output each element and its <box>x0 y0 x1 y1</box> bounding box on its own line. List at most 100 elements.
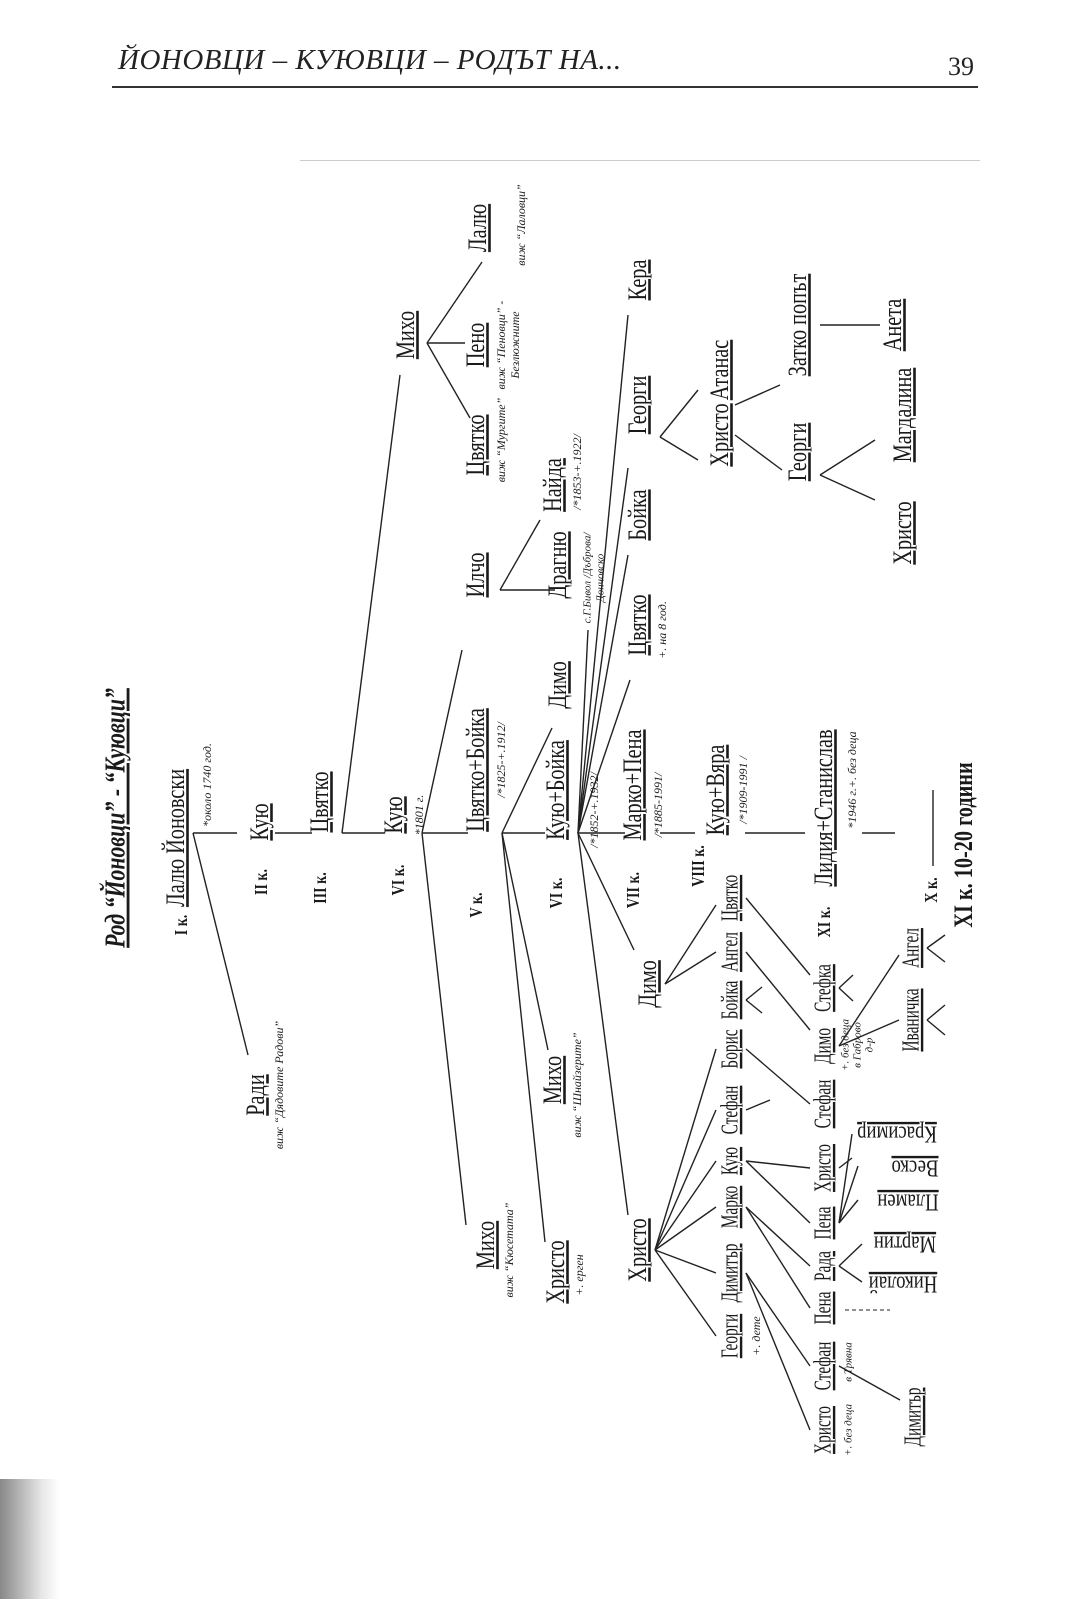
note-d7c: д-р <box>864 1037 876 1052</box>
connector-line <box>654 1249 717 1274</box>
connector-line <box>819 439 876 476</box>
connector-line <box>838 1199 859 1224</box>
generation-label-g5: V к. <box>468 893 487 918</box>
person-miho_top: Михо <box>392 311 421 359</box>
connector-line <box>421 649 463 834</box>
person-d5: Пена <box>810 1206 836 1239</box>
person-aneta: Анета <box>879 298 908 351</box>
person-d3: Пена <box>810 1291 836 1324</box>
person-hristo_g: Христо <box>706 403 735 466</box>
person-c7: Бойка <box>717 981 743 1020</box>
person-d1: Христо <box>810 1406 836 1454</box>
connector-line <box>838 1265 863 1283</box>
person-c3: Марко <box>717 1186 743 1228</box>
person-miho_k: Михо <box>472 1221 501 1269</box>
connector-line <box>426 342 471 419</box>
connector-line <box>838 1165 859 1224</box>
person-kuyu_boyka: Кую+Бойка <box>542 740 571 840</box>
person-dragnyu: Драгню <box>544 531 573 598</box>
person-d2: Стефан <box>810 1341 836 1390</box>
person-lalyo_m: Лалю <box>464 204 493 252</box>
note-miho_k: виж “Кюсетата” <box>502 1202 516 1297</box>
person-c6: Борис <box>717 1029 743 1068</box>
generation-label-g8: VIII к. <box>690 845 709 887</box>
note-nayda: /*1853-+.1922/ <box>570 432 584 510</box>
page-number: 39 <box>948 52 974 81</box>
connector-line <box>745 897 811 976</box>
connector-line <box>745 1160 811 1224</box>
connector-line <box>745 999 763 1014</box>
connector-line <box>577 832 635 951</box>
connector-line <box>501 727 553 834</box>
generation-label-g11: XI к. 10-20 години <box>950 762 979 927</box>
person-e8: Ангел <box>898 928 924 968</box>
generation-label-g2: II к. <box>253 869 272 895</box>
person-lalyo: Лалю Йоновски <box>162 769 191 907</box>
header-rule <box>112 86 978 88</box>
generation-label-g10: Х к. <box>923 877 942 902</box>
person-kuyu_vyara: Кую+Вяра <box>702 744 731 835</box>
person-d6: Христо <box>810 1144 836 1192</box>
person-dimo_v: Димо <box>544 661 573 709</box>
person-peno: Пено <box>462 323 491 368</box>
connector-line <box>838 974 854 989</box>
person-hristo_gg: Христо <box>889 501 918 564</box>
connector-line <box>577 467 629 834</box>
person-zatko: Затко попът <box>784 274 813 377</box>
generation-label-g1: I к. <box>173 915 192 936</box>
connector-line <box>838 1019 900 1047</box>
note-c1: +. дете <box>749 1316 763 1356</box>
person-ilcho: Илчо <box>462 552 491 597</box>
note-kuyu_vyara: /*1909-1991 / <box>736 755 750 825</box>
person-c2: Димитър <box>717 1244 743 1303</box>
connector-line <box>838 954 900 1047</box>
connector-line <box>838 1365 901 1401</box>
connector-line <box>421 832 467 1226</box>
note-tsvyatko_vi: +. на 8 год. <box>655 601 669 659</box>
connector-line <box>838 1133 853 1224</box>
person-tsvyatko3: Цвятко <box>306 771 335 832</box>
note-hristo_e: +. ерген <box>572 1254 586 1295</box>
scan-artifact-line <box>300 160 980 161</box>
connector-line <box>745 986 763 1001</box>
connector-line <box>659 389 699 438</box>
connector-line <box>499 519 541 591</box>
person-lidiya_stanislav: Лидия+Станислав <box>810 729 839 886</box>
person-c8: Ангел <box>717 932 743 972</box>
person-kuyu4: Кую <box>380 796 409 833</box>
connector-line <box>341 374 401 834</box>
note-d2: в Трявна <box>843 1342 855 1382</box>
connector-line <box>926 934 946 949</box>
connector-line <box>838 987 854 1002</box>
connector-line <box>577 314 629 834</box>
connector-line <box>654 1249 717 1337</box>
person-magdalina: Магдалина <box>889 367 918 462</box>
connector-line <box>819 474 876 501</box>
connector-line <box>838 1157 853 1169</box>
connector-line <box>654 1206 717 1251</box>
person-e4: Пламен <box>877 1189 939 1216</box>
note-lalyo_m: виж “Лаловци” <box>514 184 528 266</box>
person-miho_sh: Михо <box>539 1056 568 1104</box>
note-d1: +. без деца <box>843 1404 855 1456</box>
connector-line <box>745 1206 811 1309</box>
person-atanas: Атанас <box>706 340 735 401</box>
person-tsvyatko_boyka: Цвятко+Бойка <box>462 708 491 832</box>
person-e6: Красимир <box>857 1121 937 1148</box>
connector-line <box>734 384 781 406</box>
note-tsvyatko_boyka: /*1825-+.1912/ <box>494 720 508 798</box>
person-d8: Димо <box>810 1028 836 1064</box>
connector-line <box>577 679 631 834</box>
note-dragnyu1: с.Г.Бивол /Дъброва/ <box>582 532 594 624</box>
generation-label-g6: VI к. <box>548 878 567 909</box>
connector-line <box>192 832 249 1056</box>
generation-label-g3: III к. <box>312 872 331 903</box>
note-d7b: в Габрово <box>852 1022 864 1068</box>
person-kuyu2: Кую <box>246 803 275 840</box>
connector-line <box>745 1272 811 1431</box>
note-miho_sh: виж “Шнайзерите” <box>570 1032 584 1138</box>
person-dimo_vii: Димо <box>634 960 663 1008</box>
person-d9: Стефка <box>810 964 836 1012</box>
page-edge-shadow <box>0 1479 60 1599</box>
